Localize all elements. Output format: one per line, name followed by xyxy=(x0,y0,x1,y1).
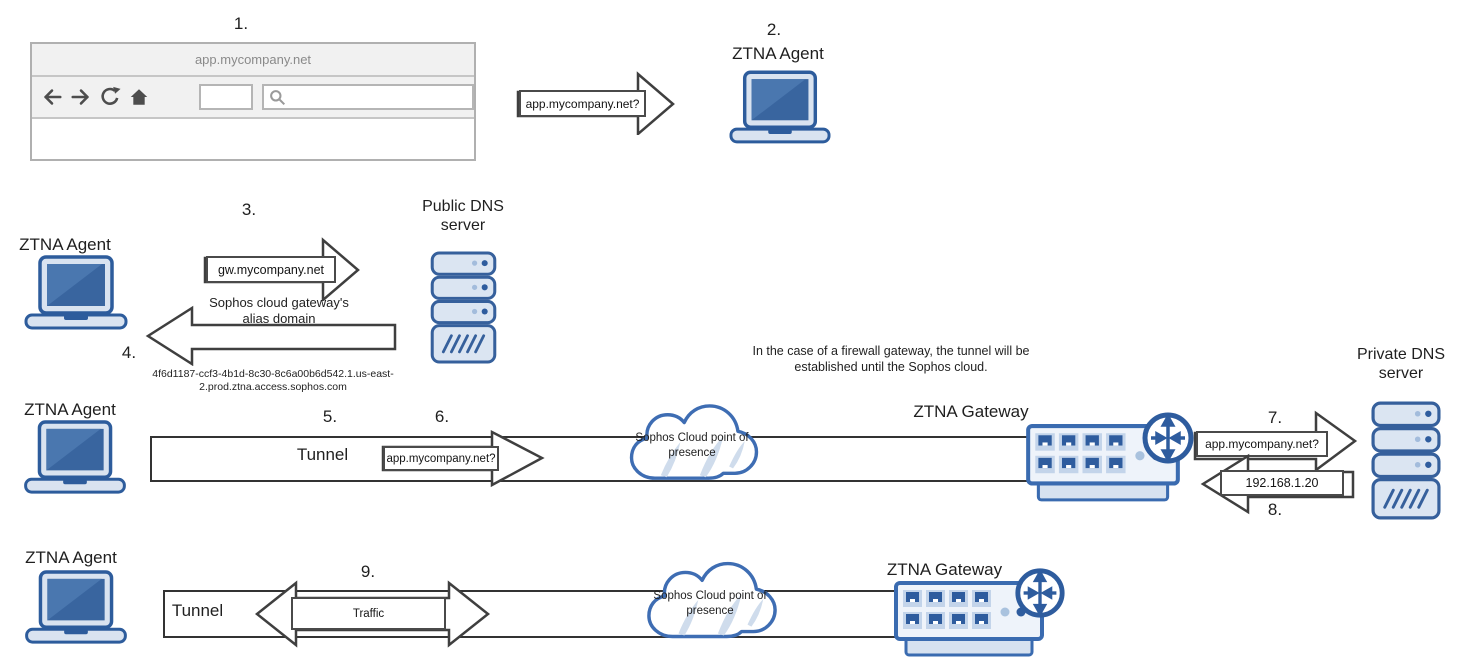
address-input xyxy=(199,84,254,110)
arrow-label-app-query-2: app.mycompany.net? xyxy=(383,446,499,471)
laptop-icon xyxy=(24,570,128,649)
back-icon xyxy=(44,89,62,105)
tunnel-label: Tunnel xyxy=(171,601,224,620)
browser-content xyxy=(32,119,474,159)
laptop-icon xyxy=(22,420,128,499)
step-label-8: 8. xyxy=(1267,500,1283,519)
server-icon xyxy=(1369,401,1443,520)
firewall-gateway-note: In the case of a firewall gateway, the t… xyxy=(752,344,1030,374)
ztna-gateway-label: ZTNA Gateway xyxy=(913,402,1029,421)
step-label-3: 3. xyxy=(241,200,257,219)
browser-toolbar xyxy=(32,77,474,119)
arrow-label-gw-query: gw.mycompany.net xyxy=(206,256,336,283)
tunnel-box-dns xyxy=(150,436,1030,482)
browser-tab-bar: app.mycompany.net xyxy=(32,44,474,77)
step-label-6: 6. xyxy=(434,407,450,426)
ztna-agent-label: ZTNA Agent xyxy=(19,235,111,254)
ztna-agent-label: ZTNA Agent xyxy=(25,548,117,567)
private-dns-label: Private DNS server xyxy=(1356,346,1446,382)
arrow-label-traffic: Traffic xyxy=(291,597,446,630)
reload-icon xyxy=(101,86,121,105)
arrow-label-app-query-1: app.mycompany.net? xyxy=(519,90,646,117)
arrow-label-app-query-3: app.mycompany.net? xyxy=(1196,431,1328,457)
alias-domain-value: 4f6d1187-ccf3-4b1d-8c30-8c6a00b6d542.1.u… xyxy=(152,368,394,394)
ztna-agent-label: ZTNA Agent xyxy=(24,400,116,419)
cloud-pop-label: Sophos Cloud point of presence xyxy=(653,590,767,617)
laptop-icon xyxy=(729,70,831,149)
browser-tab-title: app.mycompany.net xyxy=(194,52,312,67)
laptop-icon xyxy=(24,255,128,335)
public-dns-label: Public DNS server xyxy=(422,198,504,234)
router-badge-icon xyxy=(1013,566,1067,620)
cloud-pop-label: Sophos Cloud point of presence xyxy=(635,432,749,459)
step-label-7: 7. xyxy=(1267,408,1283,427)
search-icon xyxy=(270,89,286,105)
ztna-agent-label: ZTNA Agent xyxy=(732,44,824,63)
step-label-1: 1. xyxy=(233,14,249,33)
browser-window: app.mycompany.net xyxy=(30,42,476,161)
home-icon xyxy=(130,89,148,105)
step-label-4: 4. xyxy=(121,343,137,362)
step-label-5: 5. xyxy=(322,407,338,426)
step-label-9: 9. xyxy=(360,562,376,581)
search-box xyxy=(262,84,474,110)
step-label-2: 2. xyxy=(766,20,782,39)
forward-icon xyxy=(71,89,89,105)
ztna-gateway-label: ZTNA Gateway xyxy=(886,560,1003,579)
server-icon xyxy=(430,251,497,364)
router-badge-icon xyxy=(1140,410,1196,466)
tunnel-label: Tunnel xyxy=(296,445,349,464)
alias-domain-note: Sophos cloud gateway's alias domain xyxy=(209,295,349,326)
arrow-alias-response xyxy=(145,305,397,366)
arrow-label-resolved-ip: 192.168.1.20 xyxy=(1220,470,1344,496)
